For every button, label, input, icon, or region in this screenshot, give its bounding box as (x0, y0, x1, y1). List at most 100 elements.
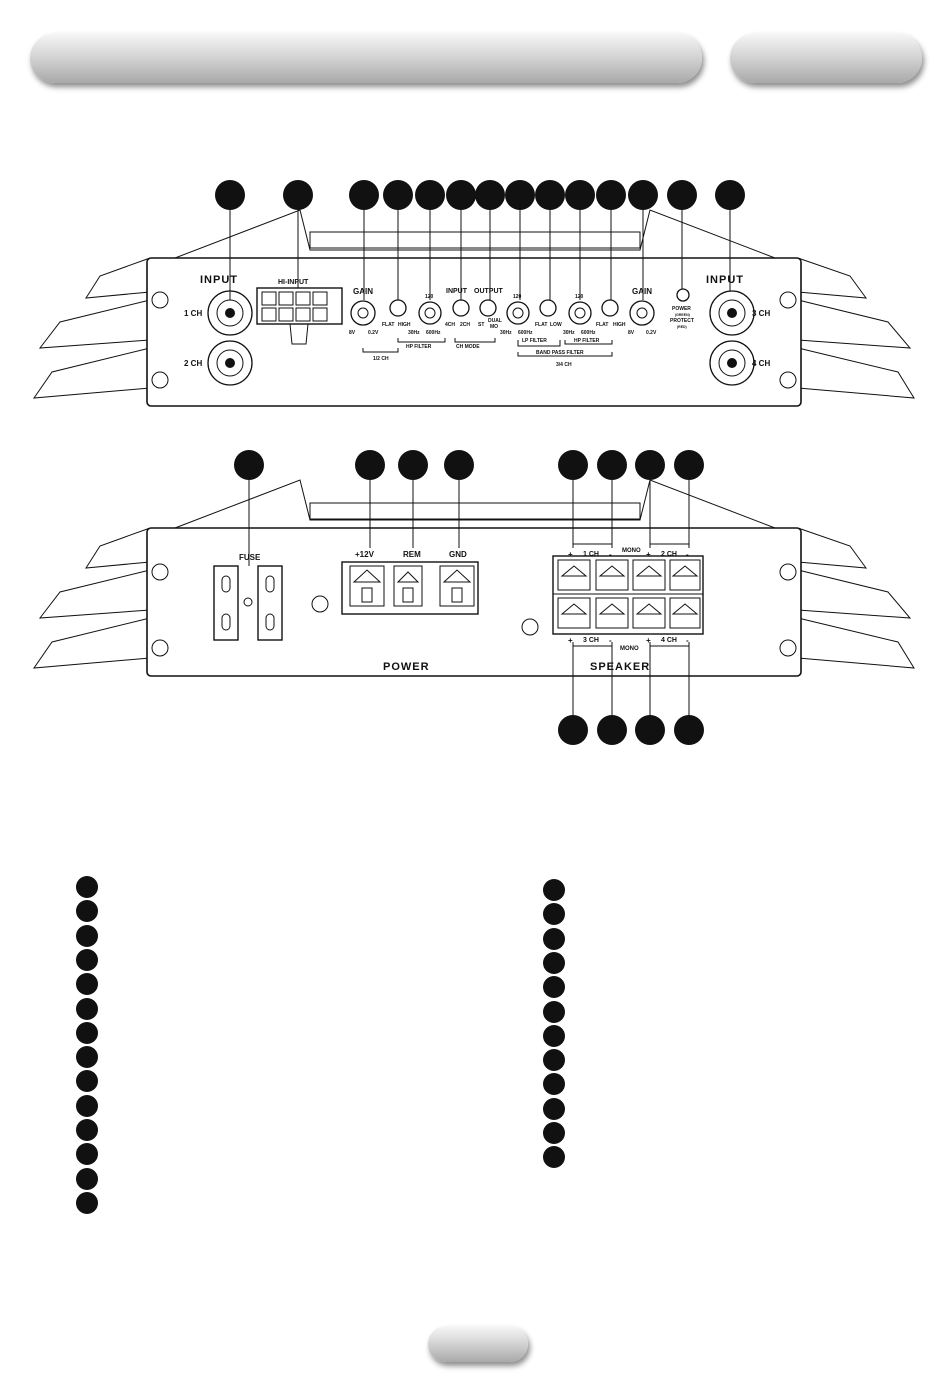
flat1-label: FLAT (382, 322, 394, 328)
speaker-terminal-block (552, 555, 704, 635)
lp-freq-top: 120 (513, 294, 522, 300)
gain-right-label: GAIN (632, 287, 652, 296)
panel-screws (151, 291, 797, 389)
band-pass-label: BAND PASS FILTER (536, 350, 584, 356)
hp-freq-max1: 600Hz (426, 330, 441, 336)
legend-bullet (76, 900, 98, 923)
legend-bullet (76, 1094, 98, 1117)
fuse-label: FUSE (239, 553, 261, 562)
high2-label: HIGH (613, 322, 626, 328)
lp-freq-min: 30Hz (500, 330, 512, 336)
hp-freq-min1: 30Hz (408, 330, 420, 336)
legend-bullet (76, 1046, 98, 1069)
flat2-label: FLAT (596, 322, 608, 328)
sp4-minus: - (686, 636, 689, 645)
gain-right-max: 0.2V (646, 330, 657, 336)
legend-bullet (543, 1146, 565, 1169)
power-terminal-block (341, 561, 479, 615)
ch-mode-label: CH MODE (456, 344, 480, 350)
hp-filter1-label: HP FILTER (406, 344, 432, 350)
plus12v-label: +12V (355, 550, 375, 559)
sp1-plus: + (568, 550, 573, 559)
gain-left-label: GAIN (353, 287, 373, 296)
legend-bullet (76, 1143, 98, 1166)
fuse-holders (213, 565, 283, 641)
flat-lp-label: FLAT (535, 322, 547, 328)
hp-filter2-label: HP FILTER (574, 338, 600, 344)
mode-dual: DUAL (488, 318, 502, 324)
protect-led-label: PROTECT (670, 318, 694, 324)
sp-3ch: 3 CH (583, 637, 599, 644)
bottom-panel: FUSE +12V REM GND POWER SPEAKER 1 CH 2 C… (32, 450, 915, 745)
sp2-plus: + (646, 550, 651, 559)
mono-top-label: MONO (622, 548, 641, 554)
power-section-label: POWER (383, 661, 430, 673)
top-panel-face (146, 257, 802, 407)
lp-filter-label: LP FILTER (522, 338, 547, 344)
heatsink-fins-left (32, 257, 151, 400)
legend-bullet (543, 1073, 565, 1096)
bottom-callouts (234, 450, 704, 745)
sp2-minus: - (686, 550, 689, 559)
legend-bullet (543, 903, 565, 926)
input-left-label: INPUT (200, 274, 238, 286)
legend-bullet (543, 879, 565, 901)
speaker-section-label: SPEAKER (590, 661, 650, 673)
hp-freq-top1: 120 (425, 294, 434, 300)
legend-bullet (76, 1070, 98, 1093)
heatsink-fins-right (797, 257, 915, 399)
mode-4ch: 4CH (445, 322, 455, 328)
top-callouts (215, 180, 745, 300)
gain-left-min: 8V (349, 330, 356, 336)
sp-2ch: 2 CH (661, 551, 677, 558)
bottom-top-rail (174, 479, 776, 529)
sp3-plus: + (568, 636, 573, 645)
header-section-tab (730, 33, 922, 83)
mode-mo: MO (490, 324, 498, 330)
mode-2ch: 2CH (460, 322, 470, 328)
rail-bar (309, 231, 641, 249)
bottom-heatsink-fins-right (797, 527, 915, 669)
mono-bottom-label: MONO (620, 646, 639, 652)
bottom-panel-screws (151, 563, 797, 657)
power-led-color: (GREEN) (675, 313, 690, 317)
sp4-plus: + (646, 636, 651, 645)
legend-bullet (76, 1167, 98, 1190)
hp-freq-max2: 600Hz (581, 330, 596, 336)
hi-input-label: HI-INPUT (278, 279, 309, 286)
header-title-bar (30, 33, 702, 83)
legend-bullet (76, 1021, 98, 1044)
legend-bullet (76, 1191, 98, 1214)
lp-freq-max: 600Hz (518, 330, 533, 336)
ch4-label: 4 CH (752, 359, 770, 368)
gnd-label: GND (449, 550, 467, 559)
ch3-label: 3 CH (752, 309, 770, 318)
ch1-label: 1 CH (184, 309, 202, 318)
ch34-label: 3/4 CH (556, 362, 572, 368)
legend-bullet (543, 976, 565, 999)
bottom-heatsink-fins-left (32, 527, 151, 669)
legend-bullet (543, 1000, 565, 1023)
top-rail (174, 209, 776, 259)
ch2-label: 2 CH (184, 359, 202, 368)
sp3-minus: - (609, 636, 612, 645)
filter-brackets (362, 338, 613, 357)
legend-bullet (543, 1024, 565, 1047)
legend-bullet (543, 951, 565, 974)
input-mode-label: INPUT (446, 288, 468, 295)
legend-bullet (76, 948, 98, 971)
gain-left-max: 0.2V (368, 330, 379, 336)
hp-freq-min2: 30Hz (563, 330, 575, 336)
sp-4ch: 4 CH (661, 637, 677, 644)
legend-bullet (543, 1049, 565, 1072)
gain-right-min: 8V (628, 330, 635, 336)
rca-inputs (207, 290, 755, 386)
legend-bullet (76, 1119, 98, 1141)
hp-freq-top2: 120 (575, 294, 584, 300)
output-mode-label: OUTPUT (474, 288, 504, 295)
high1-label: HIGH (398, 322, 411, 328)
sp1-minus: - (609, 550, 612, 559)
input-right-label: INPUT (706, 274, 744, 286)
sp-1ch: 1 CH (583, 551, 599, 558)
